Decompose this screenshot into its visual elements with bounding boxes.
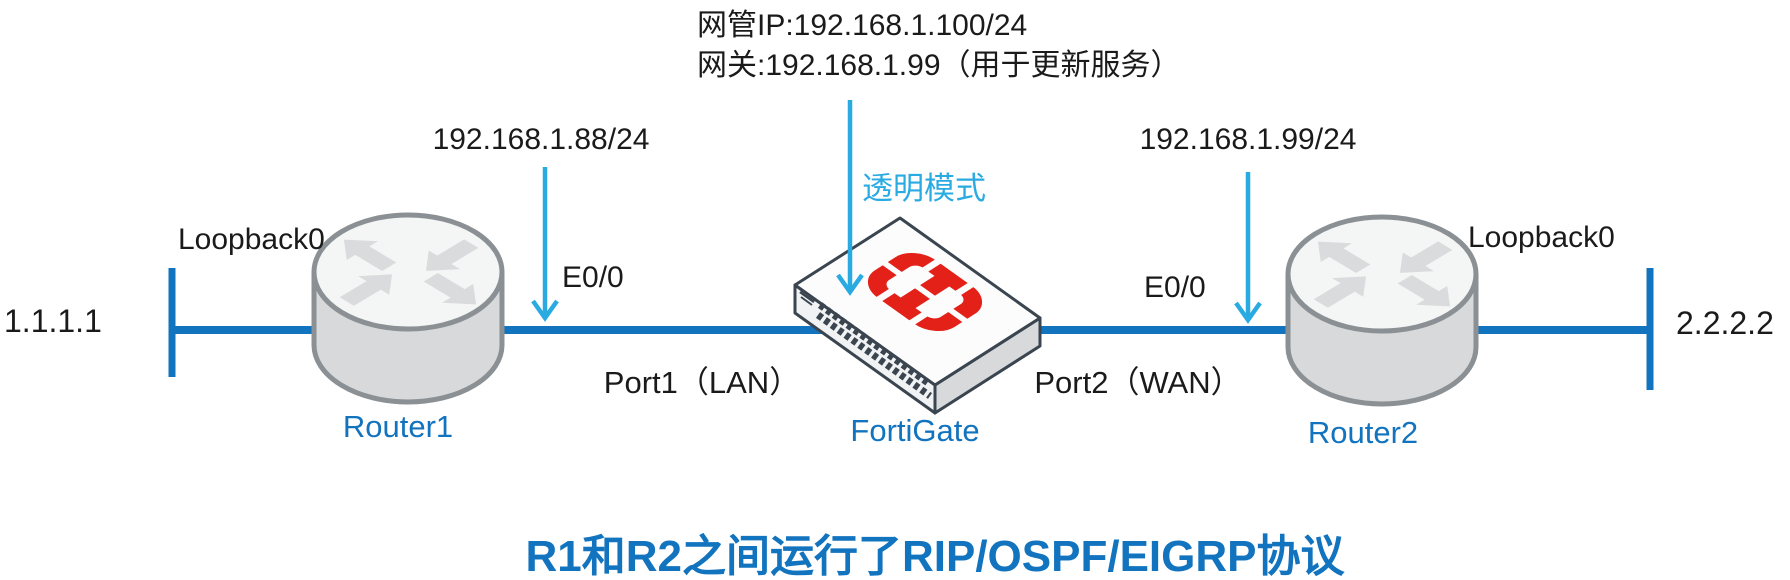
fortinet-logo bbox=[867, 251, 983, 333]
left-interface-callout-arrow bbox=[531, 167, 559, 322]
wan-port-label: Port2（WAN） bbox=[1034, 365, 1242, 400]
right-loopback-ip-label: 2.2.2.2 bbox=[1676, 305, 1774, 341]
right-interface-ip-label: 192.168.1.99/24 bbox=[1139, 123, 1357, 156]
fortinet-marking bbox=[799, 290, 815, 306]
fortigate-icon bbox=[793, 216, 1042, 415]
management-note: 网管IP:192.168.1.100/24 网关:192.168.1.99（用于… bbox=[697, 6, 1181, 86]
right-interface-name-label: E0/0 bbox=[1144, 271, 1206, 304]
left-loopback-label: Loopback0 bbox=[178, 223, 325, 256]
router1-icon bbox=[314, 215, 502, 402]
management-note-line2: 网关:192.168.1.99（用于更新服务） bbox=[697, 49, 1181, 82]
fortigate-name-label: FortiGate bbox=[850, 413, 980, 448]
port-row-icons bbox=[815, 302, 933, 399]
left-interface-ip-label: 192.168.1.88/24 bbox=[432, 123, 650, 156]
router2-icon bbox=[1288, 217, 1476, 404]
right-interface-callout-arrow bbox=[1234, 172, 1262, 324]
right-loopback-label: Loopback0 bbox=[1468, 221, 1615, 254]
left-loopback-ip-label: 1.1.1.1 bbox=[4, 303, 102, 339]
transparent-mode-label: 透明模式 bbox=[862, 171, 986, 206]
router1-name-label: Router1 bbox=[342, 409, 454, 444]
diagram-caption: R1和R2之间运行了RIP/OSPF/EIGRP协议 bbox=[525, 532, 1345, 580]
router2-name-label: Router2 bbox=[1307, 415, 1419, 450]
fortigate-callout-arrow bbox=[836, 100, 864, 296]
left-interface-name-label: E0/0 bbox=[562, 261, 624, 294]
lan-port-label: Port1（LAN） bbox=[603, 365, 801, 400]
management-note-line1: 网管IP:192.168.1.100/24 bbox=[697, 9, 1028, 42]
